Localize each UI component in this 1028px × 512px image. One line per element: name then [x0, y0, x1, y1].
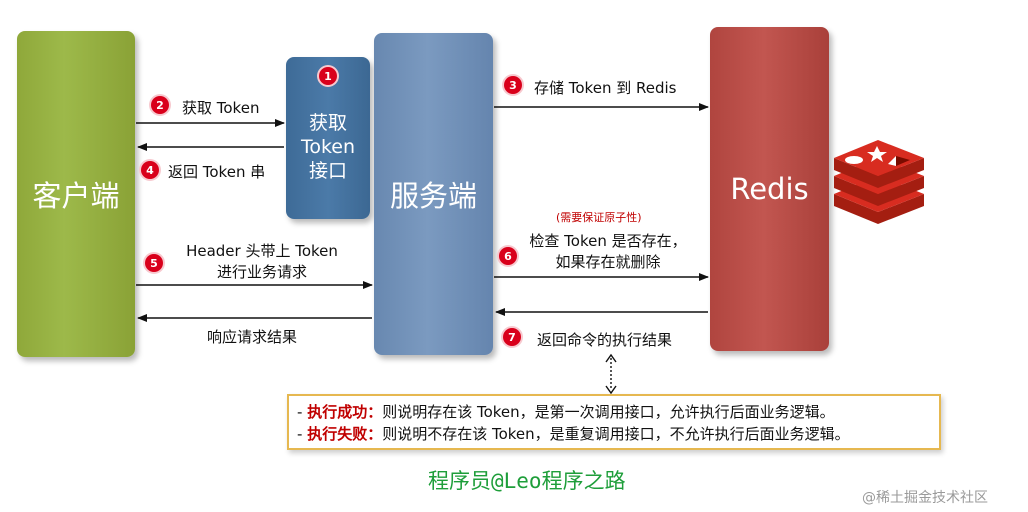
- step-badge-5: 5: [145, 254, 163, 272]
- api-label-line2: Token: [300, 136, 356, 158]
- server-label: 服务端: [389, 179, 477, 213]
- success-text: 则说明存在该 Token，是第一次调用接口，允许执行后面业务逻辑。: [382, 403, 835, 421]
- client-label: 客户端: [32, 179, 120, 213]
- bullet-prefix: -: [297, 403, 308, 421]
- step-6-label-line1: 检查 Token 是否存在，: [529, 232, 687, 250]
- step-7-label: 返回命令的执行结果: [537, 331, 673, 349]
- step-badge-1: 1: [319, 67, 337, 85]
- result-success-line: - 执行成功：则说明存在该 Token，是第一次调用接口，允许执行后面业务逻辑。: [297, 401, 931, 423]
- api-label-line1: 获取: [308, 112, 347, 134]
- author-signature: 程序员@Leo程序之路: [428, 469, 626, 493]
- redis-logo-icon: [834, 140, 924, 224]
- bullet-prefix: -: [297, 425, 308, 443]
- step-badge-4: 4: [141, 161, 159, 179]
- get-token-api-node: 获取 Token 接口: [286, 57, 370, 219]
- api-label-line3: 接口: [308, 160, 347, 182]
- failure-text: 则说明不存在该 Token，是重复调用接口，不允许执行后面业务逻辑。: [382, 425, 850, 443]
- redis-node: Redis: [710, 27, 829, 351]
- atomicity-note: (需要保证原子性): [556, 211, 642, 224]
- response-label: 响应请求结果: [207, 328, 298, 346]
- success-key: 执行成功：: [307, 403, 383, 421]
- result-explanation-box: - 执行成功：则说明存在该 Token，是第一次调用接口，允许执行后面业务逻辑。…: [287, 394, 941, 450]
- step-badge-2: 2: [151, 96, 169, 114]
- failure-key: 执行失败：: [307, 425, 383, 443]
- step-5-label: Header 头带上 Token 进行业务请求: [172, 240, 352, 282]
- step-badge-7: 7: [503, 328, 521, 346]
- step-6-label-line2: 如果存在就删除: [555, 253, 661, 271]
- step-2-label: 获取 Token: [182, 99, 260, 117]
- step-5-label-line2: 进行业务请求: [216, 263, 307, 281]
- step-badge-3: 3: [504, 76, 522, 94]
- step-3-label: 存储 Token 到 Redis: [534, 79, 677, 97]
- step-6-label: 检查 Token 是否存在， 如果存在就删除: [518, 230, 698, 272]
- result-failure-line: - 执行失败：则说明不存在该 Token，是重复调用接口，不允许执行后面业务逻辑…: [297, 423, 931, 445]
- step-5-label-line1: Header 头带上 Token: [186, 242, 338, 260]
- step-4-label: 返回 Token 串: [168, 163, 266, 181]
- step-badge-6: 6: [499, 247, 517, 265]
- redis-label: Redis: [730, 172, 809, 206]
- client-node: 客户端: [17, 31, 135, 357]
- watermark: @稀土掘金技术社区: [862, 490, 988, 506]
- server-node: 服务端: [374, 33, 493, 355]
